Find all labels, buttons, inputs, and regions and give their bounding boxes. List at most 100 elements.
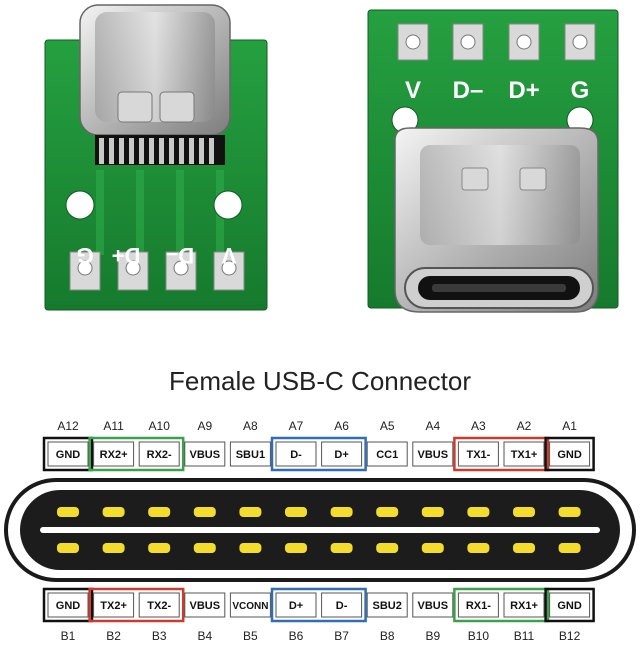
- group-box-top: [42, 436, 94, 472]
- pin-id: B11: [514, 629, 535, 643]
- group-box-top: [270, 436, 367, 472]
- pin-signal-label: RX1+: [510, 600, 538, 612]
- pin-signal-label: RX1-: [466, 600, 491, 612]
- gold-pin-bottom: [285, 543, 307, 553]
- pin-box: [138, 592, 180, 618]
- gold-pin-bottom: [513, 543, 535, 553]
- right-board-pads: [397, 23, 596, 61]
- left-board-labels: G D+ D– V: [76, 243, 236, 268]
- pin-box: [412, 441, 454, 467]
- pin-signal-label: SBU2: [373, 600, 402, 612]
- pin-box: [138, 441, 180, 467]
- pin-signal-label: SBU1: [236, 449, 265, 461]
- left-board-pin-comb: [95, 135, 225, 165]
- gold-pin-top: [193, 507, 216, 517]
- pin-id: B10: [468, 629, 490, 643]
- left-label-v: V: [221, 243, 236, 268]
- gold-pin-top: [285, 507, 307, 517]
- pin-id: B5: [243, 629, 258, 643]
- gold-pin-top: [376, 507, 399, 517]
- pin-id: B6: [289, 629, 304, 643]
- pin-box: [184, 592, 226, 618]
- pin-signal-label: VBUS: [418, 449, 449, 461]
- gold-pin-bottom: [330, 543, 353, 553]
- gold-pin-bottom: [57, 543, 79, 553]
- gold-pin-top: [239, 507, 262, 517]
- pin-signal-label: GND: [56, 449, 81, 461]
- gold-pin-top: [330, 507, 353, 517]
- gold-pin-top: [57, 507, 79, 517]
- left-label-dminus: D–: [166, 243, 194, 268]
- pin-box: [93, 592, 135, 618]
- gold-pin-bottom: [193, 543, 216, 553]
- gold-pin-top: [513, 507, 535, 517]
- pin-box: [549, 592, 591, 618]
- pin-id: A1: [562, 419, 577, 433]
- pin-box: [366, 441, 408, 467]
- group-box-bottom: [544, 587, 595, 623]
- gold-pin-top: [558, 507, 581, 517]
- pin-box: [321, 441, 363, 467]
- pin-signal-label: RX2+: [100, 449, 128, 461]
- group-box-bottom: [270, 587, 367, 623]
- pin-id: A3: [471, 419, 486, 433]
- pin-id: A2: [517, 419, 532, 433]
- gold-pin-bottom: [148, 543, 171, 553]
- pin-signal-label: GND: [56, 600, 81, 612]
- pin-signal-label: VBUS: [190, 449, 221, 461]
- pin-id: B9: [425, 629, 440, 643]
- pin-id: A10: [149, 419, 171, 433]
- pin-box: [229, 441, 271, 467]
- pin-signal-label: VBUS: [190, 600, 221, 612]
- product-photos: G D+ D– V V D– D+ G: [44, 4, 619, 313]
- pin-signal-label: GND: [557, 600, 582, 612]
- pin-signal-label: VBUS: [418, 600, 449, 612]
- signal-group-boxes: [42, 436, 595, 623]
- pin-box: [229, 592, 271, 618]
- right-label-g: G: [571, 77, 590, 104]
- pin-box: [275, 441, 317, 467]
- left-breakout-board: G D+ D– V: [44, 4, 268, 311]
- pin-id: A7: [289, 419, 304, 433]
- right-board-labels: V D– D+ G: [405, 77, 589, 104]
- pin-id: A9: [197, 419, 212, 433]
- group-box-top: [453, 436, 550, 472]
- group-box-top: [88, 436, 185, 472]
- pin-box: [457, 441, 499, 467]
- pin-box: [503, 592, 545, 618]
- pin-signal-label: D+: [334, 449, 348, 461]
- pin-id: B8: [380, 629, 395, 643]
- receptacle-body: [4, 478, 636, 582]
- gold-pin-bottom: [421, 543, 444, 553]
- right-label-v: V: [405, 77, 421, 104]
- gold-pin-bottom: [376, 543, 399, 553]
- pin-box: [47, 441, 89, 467]
- pin-box: [457, 592, 499, 618]
- pin-box: [47, 592, 89, 618]
- pin-signal-label: D-: [290, 449, 302, 461]
- group-box-top: [544, 436, 595, 472]
- pin-id: A4: [425, 419, 440, 433]
- gold-contact-pins: [57, 507, 581, 553]
- pin-signal-label: VCONN: [232, 601, 268, 612]
- breakout-boards-illustration: G D+ D– V V D– D+ G: [44, 4, 619, 313]
- gold-pin-top: [148, 507, 171, 517]
- pin-signal-label: TX2-: [147, 600, 171, 612]
- pin-signal-label: TX2+: [100, 600, 127, 612]
- pin-box: [275, 592, 317, 618]
- gold-pin-bottom: [102, 543, 125, 553]
- left-board-pads: [69, 251, 245, 291]
- pin-id: A11: [103, 419, 124, 433]
- right-label-dplus: D+: [508, 77, 539, 104]
- pin-id: A6: [334, 419, 349, 433]
- pin-box: [503, 441, 545, 467]
- pin-box: [549, 441, 591, 467]
- gold-pin-top: [467, 507, 490, 517]
- gold-pin-bottom: [467, 543, 490, 553]
- pin-box: [93, 441, 135, 467]
- group-box-bottom: [42, 587, 94, 623]
